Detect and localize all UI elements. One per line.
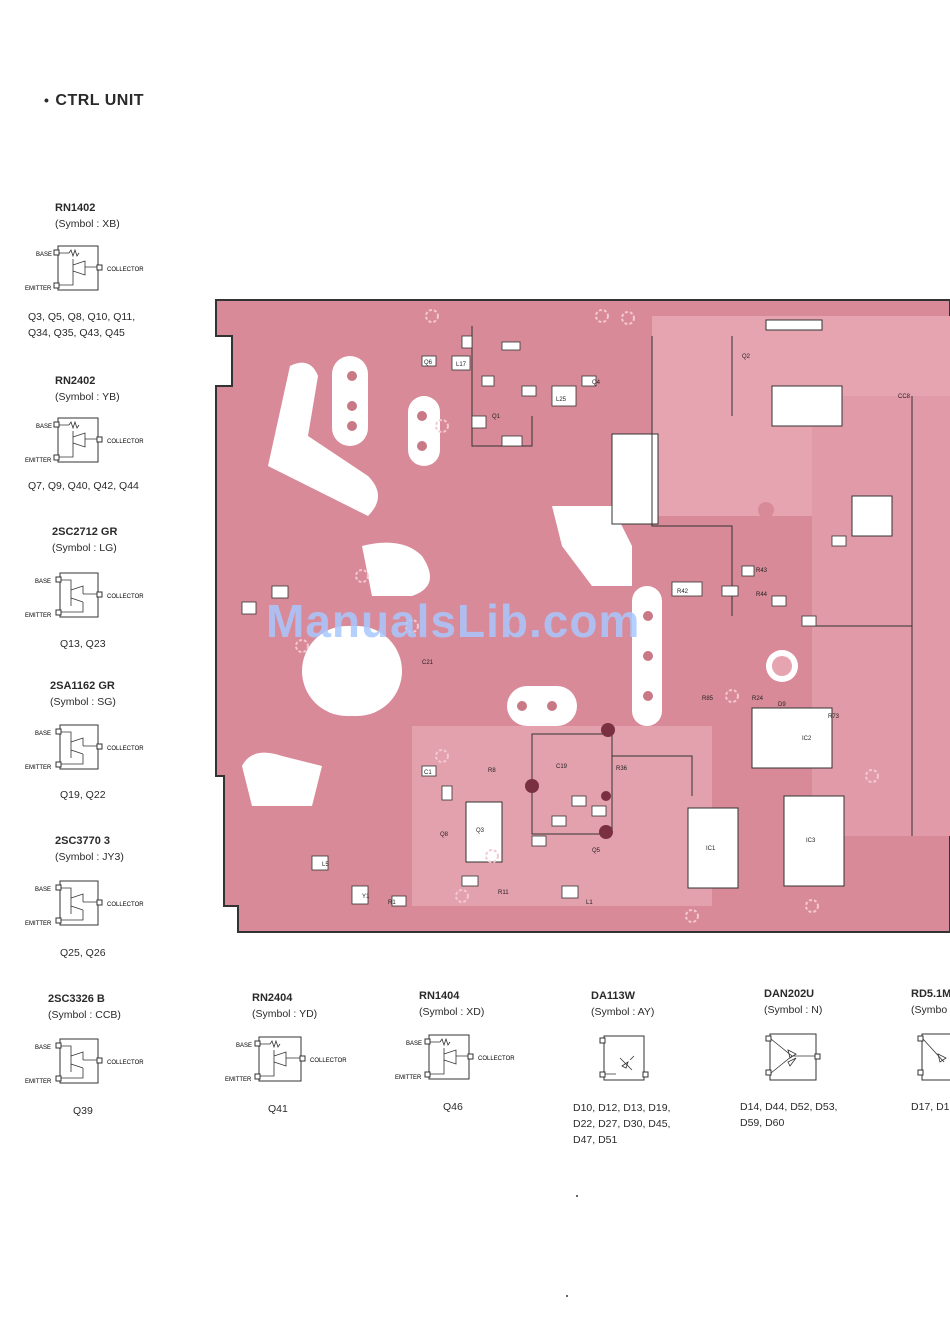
refs-2sc2712: Q13, Q23 — [60, 638, 106, 650]
pcb-label: C19 — [556, 764, 568, 770]
pcb-label: R85 — [702, 696, 714, 702]
svg-text:COLLECTOR: COLLECTOR — [107, 1060, 144, 1066]
diode-symbol-rd5-1m — [917, 1033, 950, 1081]
svg-text:EMITTER: EMITTER — [25, 765, 52, 771]
component-2sc2712: 2SC2712 GR (Symbol : LG) — [52, 526, 118, 554]
svg-text:COLLECTOR: COLLECTOR — [478, 1056, 515, 1062]
svg-text:COLLECTOR: COLLECTOR — [310, 1058, 347, 1064]
pcb-drawing: L25 Q1 Q4 Q6 L17 R42 Q2 CC8 R43 R44 L5 Y… — [212, 296, 950, 936]
component-2sa1162: 2SA1162 GR (Symbol : SG) — [50, 680, 116, 708]
transistor-symbol-rn2402: BASE EMITTER COLLECTOR — [25, 417, 144, 464]
pcb-label: IC1 — [706, 846, 716, 852]
pcb-label: R73 — [828, 714, 840, 720]
component-2sc3770: 2SC3770 3 (Symbol : JY3) — [55, 835, 124, 863]
part-symbol: (Symbol : XB) — [55, 218, 120, 230]
transistor-symbol-rn1404: BASE EMITTER COLLECTOR — [395, 1034, 515, 1081]
pcb-label: C1 — [424, 770, 432, 776]
pcb-label: IC2 — [802, 736, 812, 742]
component-rn1402: RN1402 (Symbol : XB) — [55, 200, 120, 232]
pcb-label: Q2 — [742, 354, 751, 360]
pcb-label: R36 — [616, 766, 628, 772]
pcb-label: Q4 — [592, 380, 601, 386]
base-label: BASE — [36, 252, 52, 258]
svg-text:COLLECTOR: COLLECTOR — [107, 439, 144, 445]
pcb-label: L1 — [586, 900, 593, 906]
svg-text:EMITTER: EMITTER — [225, 1077, 252, 1083]
pcb-label: L17 — [456, 362, 467, 368]
page-title: •CTRL UNIT — [44, 92, 145, 109]
pcb-label: R44 — [756, 592, 768, 598]
pcb-layout: L25 Q1 Q4 Q6 L17 R42 Q2 CC8 R43 R44 L5 Y… — [212, 296, 950, 936]
svg-text:BASE: BASE — [36, 424, 52, 430]
svg-text:BASE: BASE — [406, 1041, 422, 1047]
component-rn1404: RN1404 (Symbol : XD) — [419, 990, 485, 1018]
transistor-symbol-rn1402: BASE EMITTER COLLECTOR — [25, 245, 144, 292]
svg-text:COLLECTOR: COLLECTOR — [107, 746, 144, 752]
svg-text:BASE: BASE — [35, 1045, 51, 1051]
svg-text:COLLECTOR: COLLECTOR — [107, 902, 144, 908]
watermark: ManualsLib.com — [266, 595, 641, 647]
pcb-label: L5 — [322, 862, 329, 868]
refs-rn2404: Q41 — [268, 1103, 288, 1115]
svg-text:BASE: BASE — [35, 887, 51, 893]
pcb-label: Q8 — [440, 832, 449, 838]
transistor-symbol-2sc3326: BASE EMITTER COLLECTOR — [25, 1038, 144, 1085]
component-rd5-1m: RD5.1M (Symbo — [911, 988, 950, 1016]
pcb-label: Y1 — [362, 894, 370, 900]
svg-text:EMITTER: EMITTER — [25, 921, 52, 927]
refs-rn1402: Q3, Q5, Q8, Q10, Q11, Q34, Q35, Q43, Q45 — [28, 311, 136, 339]
refs-rd5-1m: D17, D1 — [911, 1101, 950, 1113]
pcb-label: IC3 — [806, 838, 816, 844]
pcb-label: Q6 — [424, 360, 433, 366]
svg-text:COLLECTOR: COLLECTOR — [107, 594, 144, 600]
refs-rn2402: Q7, Q9, Q40, Q42, Q44 — [28, 480, 139, 492]
emitter-label: EMITTER — [25, 286, 52, 292]
refs-2sc3770: Q25, Q26 — [60, 947, 106, 959]
pcb-label: Q1 — [492, 414, 501, 420]
pcb-label: Q5 — [592, 848, 601, 854]
component-rn2402: RN2402 (Symbol : YB) — [55, 375, 120, 403]
component-rn2404: RN2404 (Symbol : YD) — [252, 992, 318, 1020]
refs-rn1404: Q46 — [443, 1101, 463, 1113]
svg-text:EMITTER: EMITTER — [25, 613, 52, 619]
component-da113w: DA113W (Symbol : AY) — [591, 990, 655, 1018]
pcb-label: CC8 — [898, 394, 911, 400]
svg-text:EMITTER: EMITTER — [395, 1075, 422, 1081]
pcb-label: R1 — [388, 900, 396, 906]
transistor-symbol-2sa1162: BASE EMITTER COLLECTOR — [25, 724, 144, 771]
transistor-symbol-2sc3770: BASE EMITTER COLLECTOR — [25, 880, 144, 927]
pcb-label: R11 — [498, 890, 509, 896]
transistor-symbol-rn2404: BASE EMITTER COLLECTOR — [225, 1036, 347, 1083]
pcb-label: D9 — [778, 702, 786, 708]
transistor-symbol-2sc2712: BASE EMITTER COLLECTOR — [25, 572, 144, 619]
collector-label: COLLECTOR — [107, 267, 144, 273]
diode-symbol-da113w — [599, 1035, 649, 1081]
pcb-label: L25 — [556, 397, 567, 403]
svg-text:BASE: BASE — [35, 579, 51, 585]
diode-symbol-dan202u — [765, 1033, 821, 1081]
refs-dan202u: D14, D44, D52, D53, D59, D60 — [740, 1101, 838, 1129]
part-number: RN1402 — [55, 202, 96, 214]
svg-text:BASE: BASE — [236, 1043, 252, 1049]
scan-speck — [576, 1195, 578, 1197]
pcb-label: R42 — [677, 589, 689, 595]
pcb-label: R8 — [488, 768, 496, 774]
pcb-label: R43 — [756, 568, 768, 574]
svg-text:EMITTER: EMITTER — [25, 458, 52, 464]
pcb-label: R24 — [752, 696, 764, 702]
component-2sc3326: 2SC3326 B (Symbol : CCB) — [48, 993, 121, 1021]
pcb-label: Q3 — [476, 828, 485, 834]
svg-text:BASE: BASE — [35, 731, 51, 737]
refs-da113w: D10, D12, D13, D19, D22, D27, D30, D45, … — [573, 1102, 671, 1146]
svg-text:EMITTER: EMITTER — [25, 1079, 52, 1085]
component-dan202u: DAN202U (Symbol : N) — [764, 988, 823, 1016]
pcb-label: C21 — [422, 660, 434, 666]
scan-speck — [566, 1295, 568, 1297]
refs-2sc3326: Q39 — [73, 1105, 93, 1117]
refs-2sa1162: Q19, Q22 — [60, 789, 106, 801]
